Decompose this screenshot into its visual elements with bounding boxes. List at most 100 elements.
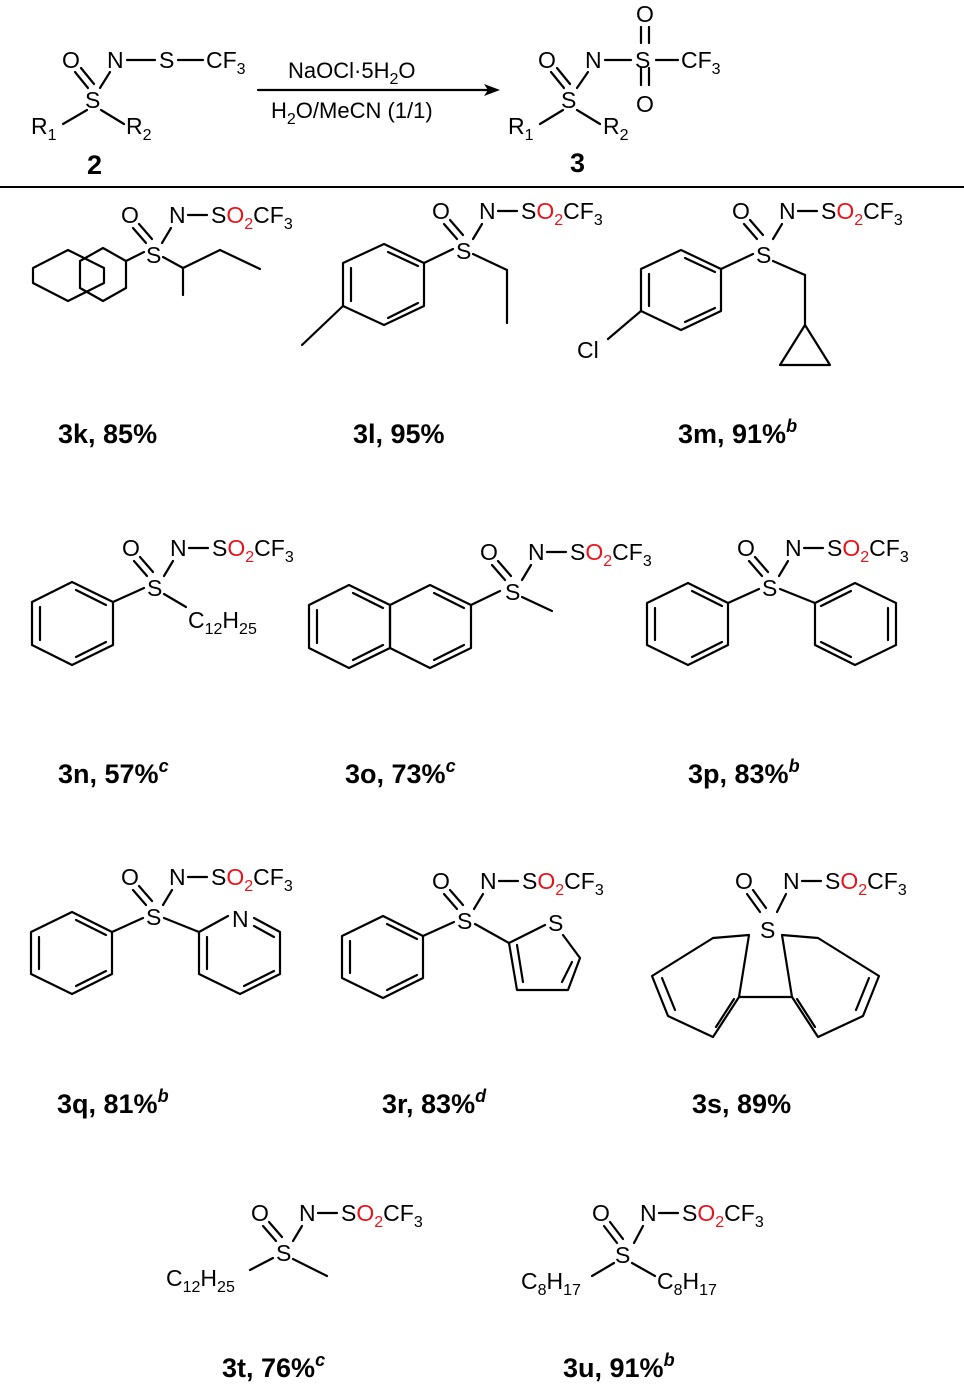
cyclopropane-ring xyxy=(778,323,832,367)
r1-group: R1 xyxy=(31,113,57,144)
svg-text:S: S xyxy=(760,917,775,943)
compound-label-3k: 3k, 85% xyxy=(58,419,157,449)
svg-text:S: S xyxy=(457,908,472,934)
compound-label-3s: 3s, 89% xyxy=(692,1089,791,1119)
svg-text:N: N xyxy=(783,868,800,894)
svg-text:O: O xyxy=(432,198,450,224)
octyl-group: C8H17 xyxy=(657,1268,717,1299)
atom-s: S xyxy=(635,47,650,73)
atom-o: O xyxy=(538,47,556,73)
benzene-ring-left xyxy=(650,933,751,1039)
cf3-group: CF3 xyxy=(206,47,246,78)
solvent-text: H2O/MeCN (1/1) xyxy=(271,98,433,128)
svg-text:O: O xyxy=(480,539,498,565)
r2-group: R2 xyxy=(603,113,629,144)
svg-text:SO2CF3: SO2CF3 xyxy=(211,202,293,233)
octyl-group: C8H17 xyxy=(521,1268,581,1299)
svg-text:O: O xyxy=(432,868,450,894)
svg-text:S: S xyxy=(456,238,471,264)
structure-3m: O N SO2CF3 S Cl 3m, 91%b xyxy=(577,198,903,449)
r1-group: R1 xyxy=(508,113,534,144)
svg-text:S: S xyxy=(276,1240,291,1266)
svg-text:N: N xyxy=(528,539,545,565)
compound-label-3n: 3n, 57%c xyxy=(58,756,169,789)
benzene-ring xyxy=(645,581,730,667)
svg-text:SO2CF3: SO2CF3 xyxy=(827,535,909,566)
compound-label-3m: 3m, 91%b xyxy=(678,416,797,449)
atom-o: O xyxy=(636,1,654,27)
structure-3t: O N SO2CF3 S C12H25 3t, 76%c xyxy=(166,1200,423,1383)
naphthalene-ring-right xyxy=(388,583,473,670)
benzene-ring xyxy=(340,914,425,1000)
compound-label-3: 3 xyxy=(570,148,585,178)
svg-text:N: N xyxy=(169,864,186,890)
svg-text:SO2CF3: SO2CF3 xyxy=(570,539,652,570)
naphthalene-ring-left xyxy=(307,583,392,670)
svg-text:O: O xyxy=(732,198,750,224)
structure-3o: O N SO2CF3 S 3o, 73%c xyxy=(307,539,652,789)
atom-n: N xyxy=(585,47,602,73)
compound-label-3l: 3l, 95% xyxy=(353,419,445,449)
reactant-2: O N S CF3 S R1 R2 2 xyxy=(31,47,246,180)
benzene-ring xyxy=(341,242,426,327)
svg-text:O: O xyxy=(592,1200,610,1226)
chloro-atom: Cl xyxy=(577,337,599,363)
structure-3k: O N SO2CF3 S 3k, 85% xyxy=(31,202,293,449)
thiophene-sulfur: S xyxy=(548,910,563,936)
svg-text:N: N xyxy=(299,1200,316,1226)
atom-s: S xyxy=(561,87,576,113)
compound-label-3r: 3r, 83%d xyxy=(382,1086,487,1119)
svg-text:N: N xyxy=(640,1200,657,1226)
svg-text:SO2CF3: SO2CF3 xyxy=(341,1200,423,1231)
compound-label-3q: 3q, 81%b xyxy=(57,1086,169,1119)
svg-text:SO2CF3: SO2CF3 xyxy=(821,198,903,229)
dodecyl-group: C12H25 xyxy=(188,607,257,638)
benzene-ring xyxy=(30,580,115,667)
structure-3q: O N SO2CF3 S N 3q, 81%b xyxy=(29,864,293,1119)
svg-text:SO2CF3: SO2CF3 xyxy=(682,1200,764,1231)
compound-label-3o: 3o, 73%c xyxy=(345,756,456,789)
reagent-text: NaOCl·5H2O xyxy=(288,58,416,88)
structure-3l: O N SO2CF3 S 3l, 95% xyxy=(300,198,603,449)
thiophene-ring xyxy=(507,923,582,992)
svg-text:N: N xyxy=(169,202,186,228)
structure-3r: O N SO2CF3 S S 3r, 83%d xyxy=(340,868,604,1119)
svg-text:SO2CF3: SO2CF3 xyxy=(825,868,907,899)
product-3: O N S O O CF3 S R1 R2 3 xyxy=(508,1,721,178)
svg-text:O: O xyxy=(122,535,140,561)
svg-text:O: O xyxy=(121,864,139,890)
benzene-ring xyxy=(639,248,723,332)
svg-text:SO2CF3: SO2CF3 xyxy=(522,868,604,899)
compound-label-2: 2 xyxy=(87,150,102,180)
r2-group: R2 xyxy=(126,113,152,144)
atom-o: O xyxy=(636,91,654,117)
svg-text:S: S xyxy=(147,575,162,601)
atom-o: O xyxy=(62,47,80,73)
svg-text:S: S xyxy=(146,242,161,268)
compound-label-3u: 3u, 91%b xyxy=(563,1350,675,1383)
structure-3u: O N SO2CF3 S C8H17 C8H17 3u, 91%b xyxy=(521,1200,764,1383)
benzene-ring xyxy=(813,581,898,667)
svg-text:N: N xyxy=(480,868,497,894)
structure-3p: O N SO2CF3 S 3p, 83%b xyxy=(645,535,909,789)
reaction-arrow: NaOCl·5H2O H2O/MeCN (1/1) xyxy=(256,58,500,128)
cf3-group: CF3 xyxy=(681,47,721,78)
pyridine-ring xyxy=(197,914,282,996)
pyridine-nitrogen: N xyxy=(232,906,249,932)
structure-3s: O N SO2CF3 S 3s, 89% xyxy=(650,868,907,1119)
atom-s: S xyxy=(159,47,174,73)
svg-text:O: O xyxy=(251,1200,269,1226)
svg-text:S: S xyxy=(615,1242,630,1268)
sulfonimidoyl-group: O N SO2CF3 S xyxy=(121,202,293,268)
svg-text:O: O xyxy=(121,202,139,228)
svg-text:SO2CF3: SO2CF3 xyxy=(521,198,603,229)
svg-text:S: S xyxy=(756,242,771,268)
svg-text:S: S xyxy=(146,904,161,930)
dodecyl-group: C12H25 xyxy=(166,1265,235,1296)
structure-3n: O N SO2CF3 S C12H25 3n, 57%c xyxy=(30,535,294,789)
svg-text:N: N xyxy=(170,535,187,561)
atom-n: N xyxy=(107,47,124,73)
benzene-ring-right xyxy=(780,933,881,1039)
svg-text:O: O xyxy=(737,535,755,561)
svg-text:N: N xyxy=(779,198,796,224)
